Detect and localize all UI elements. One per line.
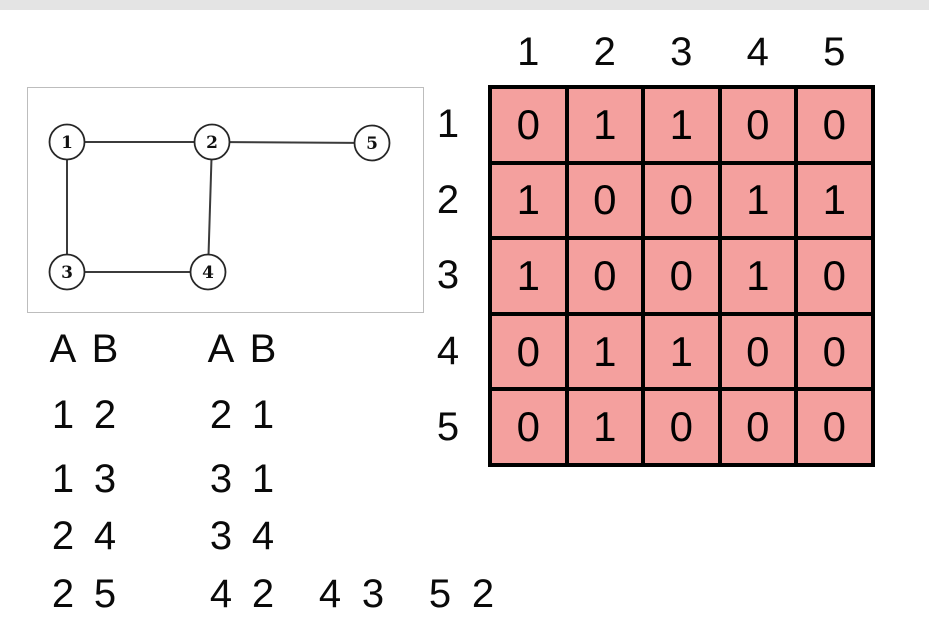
graph-node-3: 3 <box>48 253 86 291</box>
top-bar <box>0 0 929 10</box>
edge-list-cell: 2 <box>93 393 117 437</box>
matrix-cell-2-2: 0 <box>566 162 643 239</box>
edge-list-cell: 2 <box>51 572 75 616</box>
edge-list-cell: 1 <box>51 393 75 437</box>
matrix-cell-5-5: 0 <box>796 389 873 465</box>
graph-panel: 1 2 5 3 4 <box>27 87 424 313</box>
graph-node-2: 2 <box>193 123 231 161</box>
matrix-col-header: 3 <box>670 29 693 74</box>
matrix-row-header: 5 <box>436 404 460 449</box>
edge-list-cell: 1 <box>251 393 275 437</box>
matrix-cell-5-2: 1 <box>566 389 643 465</box>
edge-list-2-header-b: B <box>249 327 277 371</box>
matrix-cell-3-4: 1 <box>719 238 796 314</box>
matrix-col-header: 5 <box>823 29 846 74</box>
matrix-cell-4-5: 0 <box>796 313 873 390</box>
matrix-cell-2-1: 1 <box>490 162 567 239</box>
node-2-circle <box>193 123 231 161</box>
matrix-cell-5-4: 0 <box>719 389 796 465</box>
matrix-col-header: 4 <box>746 29 769 74</box>
matrix-row-header: 1 <box>436 102 460 147</box>
matrix-cell-4-4: 0 <box>719 313 796 390</box>
matrix-cell-4-1: 0 <box>490 313 567 390</box>
matrix-cell-1-2: 1 <box>566 87 643 163</box>
node-4-label: 4 <box>202 263 214 283</box>
matrix-row-header: 4 <box>436 329 460 374</box>
matrix-row-header: 2 <box>436 177 460 222</box>
edge-list-cell: 5 <box>428 572 452 616</box>
matrix-cell-3-2: 0 <box>566 238 643 314</box>
matrix-cell-4-2: 1 <box>566 313 643 390</box>
edge-list-cell: 1 <box>251 457 275 501</box>
edge-list-cell: 3 <box>93 457 117 501</box>
matrix-cell-3-5: 0 <box>796 238 873 314</box>
matrix-cell-1-3: 1 <box>643 87 720 163</box>
edge-list-cell: 2 <box>209 393 233 437</box>
edge-list-cell: 3 <box>209 457 233 501</box>
edge-list-cell: 2 <box>51 514 75 558</box>
node-4-circle <box>189 253 227 291</box>
matrix-cell-5-1: 0 <box>490 389 567 465</box>
edge-list-2-header-a: A <box>207 327 235 371</box>
edge-list-cell: 3 <box>209 514 233 558</box>
adjacency-matrix: 0 1 1 0 0 1 0 0 1 1 1 0 0 1 0 0 1 1 0 0 … <box>488 85 875 467</box>
matrix-cell-1-1: 0 <box>490 87 567 163</box>
edge-list-1-header-a: A <box>49 327 77 371</box>
matrix-row-header: 3 <box>436 253 460 298</box>
node-5-label: 5 <box>366 134 378 154</box>
matrix-cell-3-1: 1 <box>490 238 567 314</box>
matrix-cell-4-3: 1 <box>643 313 720 390</box>
graph-node-4: 4 <box>189 253 227 291</box>
graph-node-1: 1 <box>48 123 86 161</box>
matrix-cell-1-4: 0 <box>719 87 796 163</box>
edge-list-1-header-b: B <box>91 327 119 371</box>
edge-list-cell: 4 <box>318 572 342 616</box>
edge-list-cell: 5 <box>93 572 117 616</box>
node-1-label: 1 <box>61 133 73 153</box>
matrix-col-header: 1 <box>517 29 540 74</box>
edge-list-cell: 1 <box>51 457 75 501</box>
node-3-circle <box>48 253 86 291</box>
edge-list-cell: 4 <box>251 514 275 558</box>
matrix-col-header: 2 <box>593 29 616 74</box>
node-5-circle <box>353 124 391 162</box>
graph-node-5: 5 <box>353 124 391 162</box>
edge-list-cell: 2 <box>251 572 275 616</box>
matrix-column-headers: 1 2 3 4 5 <box>490 28 873 76</box>
edge-list-cell: 2 <box>471 572 495 616</box>
matrix-cell-1-5: 0 <box>796 87 873 163</box>
matrix-cell-2-4: 1 <box>719 162 796 239</box>
edge-list-cell: 3 <box>361 572 385 616</box>
matrix-cell-5-3: 0 <box>643 389 720 465</box>
edge-list-cell: 4 <box>209 572 233 616</box>
edge-2-4 <box>207 141 213 273</box>
node-2-label: 2 <box>206 133 218 153</box>
graph-figure: 1 2 5 3 4 <box>48 123 391 291</box>
matrix-cell-3-3: 0 <box>643 238 720 314</box>
node-3-label: 3 <box>61 263 73 283</box>
edge-list-cell: 4 <box>93 514 117 558</box>
edge-2-5 <box>211 141 373 144</box>
node-1-circle <box>48 123 86 161</box>
matrix-cell-2-3: 0 <box>643 162 720 239</box>
matrix-cell-2-5: 1 <box>796 162 873 239</box>
matrix-row-headers: 1 2 3 4 5 <box>426 87 470 465</box>
